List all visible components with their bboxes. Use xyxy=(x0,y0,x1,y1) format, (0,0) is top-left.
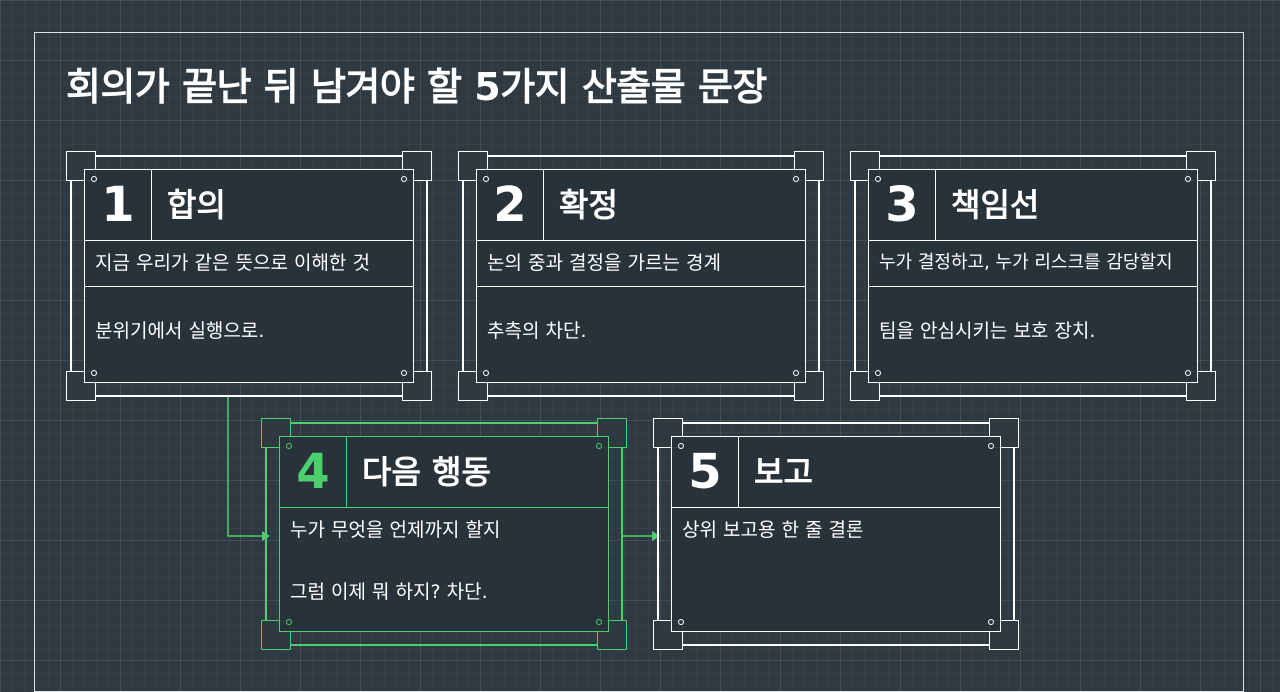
card-definition: 누가 결정하고, 누가 리스크를 감당할지 xyxy=(869,240,1197,287)
corner-bracket xyxy=(794,371,824,401)
card-header: 2 확정 xyxy=(477,170,805,241)
card-inner: 4 다음 행동 누가 무엇을 언제까지 할지 그럼 이제 뭐 하지? 차단. xyxy=(279,436,609,632)
card-number: 5 xyxy=(672,437,739,507)
rivet-dot xyxy=(988,443,994,449)
card-name: 보고 xyxy=(754,453,813,491)
rivet-dot xyxy=(678,443,684,449)
card-next-action: 4 다음 행동 누가 무엇을 언제까지 할지 그럼 이제 뭐 하지? 차단. xyxy=(261,418,627,650)
card-header: 4 다음 행동 xyxy=(280,437,608,508)
card-effect: 그럼 이제 뭐 하지? 차단. xyxy=(290,581,488,603)
card-number: 3 xyxy=(869,170,936,240)
page-title: 회의가 끝난 뒤 남겨야 할 5가지 산출물 문장 xyxy=(66,65,767,109)
rivet-dot xyxy=(286,619,292,625)
card-confirmation: 2 확정 논의 중과 결정을 가르는 경계 추측의 차단. xyxy=(458,151,824,401)
rivet-dot xyxy=(483,370,489,376)
card-inner: 5 보고 상위 보고용 한 줄 결론 xyxy=(671,436,1001,632)
card-report: 5 보고 상위 보고용 한 줄 결론 xyxy=(653,418,1019,650)
rivet-dot xyxy=(483,176,489,182)
rivet-dot xyxy=(91,176,97,182)
card-inner: 3 책임선 누가 결정하고, 누가 리스크를 감당할지 팀을 안심시키는 보호 … xyxy=(868,169,1198,383)
corner-bracket xyxy=(66,371,96,401)
rivet-dot xyxy=(596,619,602,625)
card-name: 다음 행동 xyxy=(362,453,491,491)
card-number: 2 xyxy=(477,170,544,240)
rivet-dot xyxy=(286,443,292,449)
card-effect: 분위기에서 실행으로. xyxy=(95,320,265,342)
card-header: 1 합의 xyxy=(85,170,413,241)
card-number: 1 xyxy=(85,170,152,240)
card-inner: 1 합의 지금 우리가 같은 뜻으로 이해한 것 분위기에서 실행으로. xyxy=(84,169,414,383)
card-definition: 누가 무엇을 언제까지 할지 xyxy=(290,519,501,541)
card-header: 3 책임선 xyxy=(869,170,1197,241)
card-effect: 추측의 차단. xyxy=(487,320,587,342)
rivet-dot xyxy=(596,443,602,449)
card-responsibility: 3 책임선 누가 결정하고, 누가 리스크를 감당할지 팀을 안심시키는 보호 … xyxy=(850,151,1216,401)
rivet-dot xyxy=(875,176,881,182)
card-agreement: 1 합의 지금 우리가 같은 뜻으로 이해한 것 분위기에서 실행으로. xyxy=(66,151,432,401)
card-effect: 팀을 안심시키는 보호 장치. xyxy=(879,320,1096,342)
rivet-dot xyxy=(401,176,407,182)
card-number: 4 xyxy=(280,437,347,507)
rivet-dot xyxy=(401,370,407,376)
card-definition: 논의 중과 결정을 가르는 경계 xyxy=(477,240,805,287)
connector-card1-to-card4 xyxy=(227,396,262,537)
rivet-dot xyxy=(988,619,994,625)
card-inner: 2 확정 논의 중과 결정을 가르는 경계 추측의 차단. xyxy=(476,169,806,383)
card-name: 합의 xyxy=(167,186,226,224)
rivet-dot xyxy=(1185,370,1191,376)
card-name: 책임선 xyxy=(951,186,1040,224)
arrowhead-card5 xyxy=(652,531,660,541)
card-definition: 상위 보고용 한 줄 결론 xyxy=(682,519,864,541)
rivet-dot xyxy=(793,370,799,376)
rivet-dot xyxy=(91,370,97,376)
rivet-dot xyxy=(1185,176,1191,182)
rivet-dot xyxy=(875,370,881,376)
rivet-dot xyxy=(793,176,799,182)
rivet-dot xyxy=(678,619,684,625)
card-definition: 지금 우리가 같은 뜻으로 이해한 것 xyxy=(85,240,413,287)
card-header: 5 보고 xyxy=(672,437,1000,508)
card-name: 확정 xyxy=(559,186,618,224)
